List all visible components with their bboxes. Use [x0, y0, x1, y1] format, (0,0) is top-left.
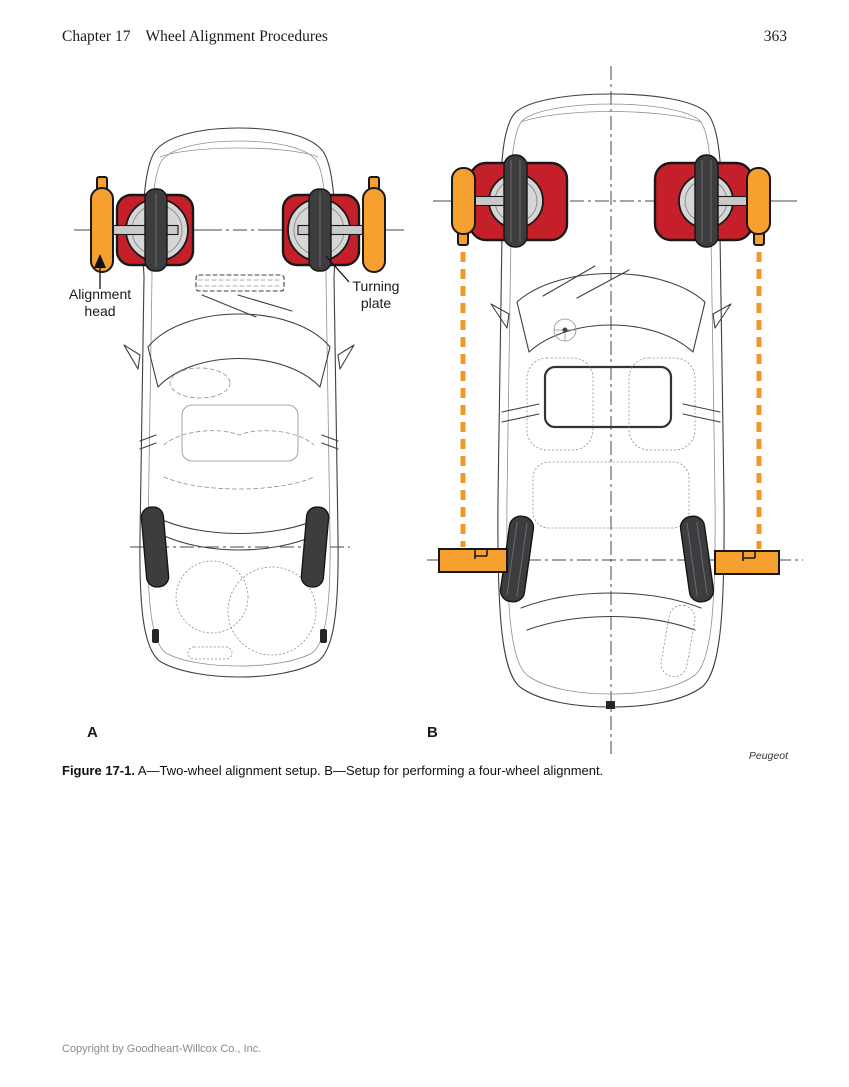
chapter-label: Chapter 17: [62, 28, 131, 45]
rear-tires: [140, 506, 330, 588]
page-number: 363: [763, 28, 787, 45]
page-header: Chapter 17 Wheel Alignment Procedures 36…: [62, 28, 787, 46]
turning-plate-callout: Turning plate: [352, 278, 400, 312]
turning-plate-left: [460, 154, 569, 248]
turning-plate-right: [281, 188, 375, 272]
figure-caption-text: A—Two-wheel alignment setup. B—Setup for…: [134, 763, 604, 778]
alignment-head-right: [746, 167, 771, 246]
figure-caption: Figure 17-1. A—Two-wheel alignment setup…: [62, 763, 792, 778]
alignment-head-right: [362, 176, 386, 273]
measurement-scale-right: [714, 550, 780, 575]
rear-tire-right: [679, 515, 715, 603]
turning-plate-pointer: [325, 255, 350, 283]
alignment-head-left: [90, 176, 114, 273]
turning-plate-left: [101, 188, 195, 272]
figure-caption-number: Figure 17-1.: [62, 763, 135, 778]
alignment-head-arrow: [94, 254, 106, 289]
car-a-top-view: [123, 127, 355, 678]
car-b-top-view: [490, 93, 732, 709]
panel-a-label: A: [87, 724, 98, 741]
alignment-head-left: [451, 167, 476, 246]
diagram-b-four-wheel-alignment: [427, 66, 803, 754]
figure-credit: Peugeot: [748, 750, 788, 762]
diagram-a-two-wheel-alignment: [74, 127, 404, 678]
panel-b-label: B: [427, 724, 438, 741]
measurement-scale-left: [438, 548, 508, 573]
chapter-title: Wheel Alignment Procedures: [145, 28, 328, 45]
alignment-head-callout: Alignment head: [68, 286, 132, 320]
copyright-notice: Copyright by Goodheart-Willcox Co., Inc.: [62, 1043, 262, 1055]
turning-plate-right: [653, 154, 762, 248]
